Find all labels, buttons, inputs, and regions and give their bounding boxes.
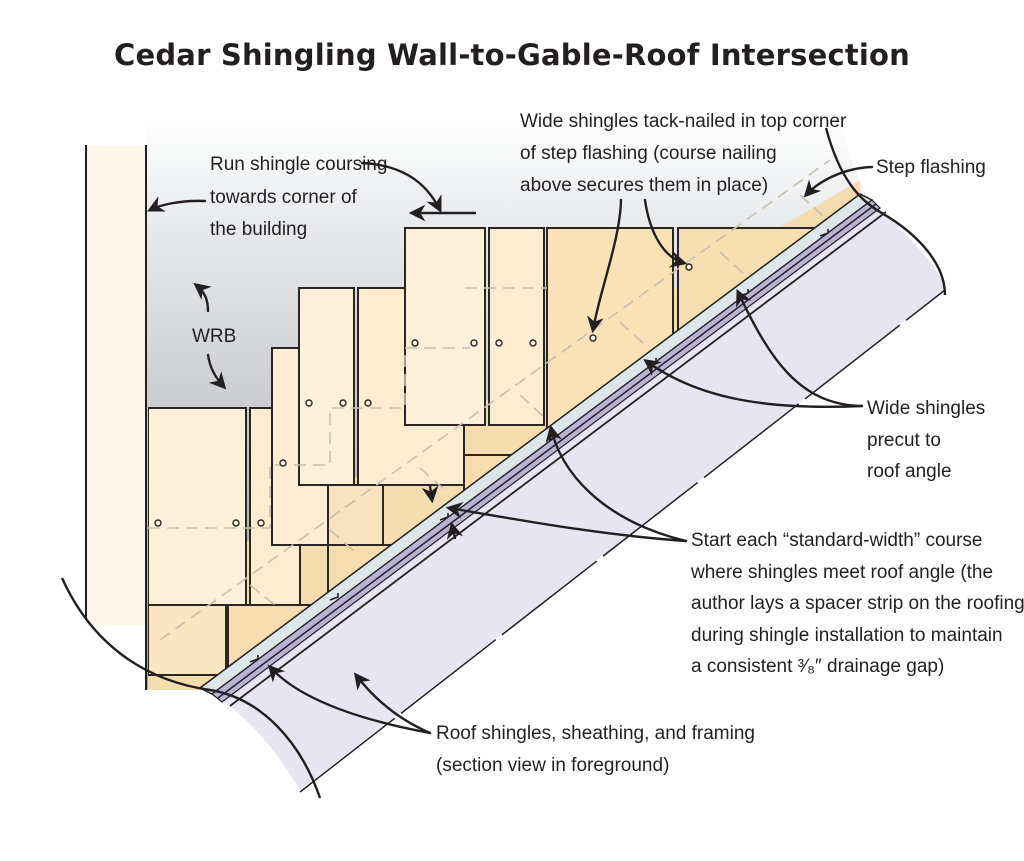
nail-icon <box>589 334 597 342</box>
callout-line: where shingles meet roof angle (the <box>690 562 993 583</box>
callout-line: during shingle installation to maintain <box>691 625 1003 646</box>
nail-icon <box>154 519 162 527</box>
callout-line: precut to <box>867 430 941 451</box>
shingle <box>298 287 355 486</box>
callout-line: above secures them in place) <box>520 175 768 196</box>
leader-lines <box>146 161 874 735</box>
arrow-icon <box>446 521 464 540</box>
arrow-icon <box>267 664 432 735</box>
diagram-title: Cedar Shingling Wall-to-Gable-Roof Inter… <box>113 38 911 72</box>
callout-wrb: WRB <box>192 326 236 347</box>
arrow-icon <box>360 161 442 214</box>
roof-layer-line <box>217 203 877 699</box>
callout-step-flashing: Step flashing <box>876 157 986 178</box>
wrb-arrow-up-icon <box>193 282 212 313</box>
nail-icon <box>470 339 478 347</box>
nail-icon <box>305 399 313 407</box>
nail-icon <box>685 263 693 271</box>
callout-line: Roof shingles, sheathing, and framing <box>436 723 755 744</box>
callout-tack-nailed: Wide shingles tack-nailed in top corner … <box>520 111 852 196</box>
break-curve-right <box>824 127 947 296</box>
nail-icon <box>257 519 265 527</box>
callout-roof-section: Roof shingles, sheathing, and framing (s… <box>436 723 760 776</box>
callout-line: author lays a spacer strip on the roofin… <box>691 593 1024 614</box>
shingle <box>327 484 384 546</box>
nail-group <box>154 263 693 527</box>
arrow-icon <box>545 424 688 543</box>
callout-line: the building <box>210 219 307 240</box>
callout-line: of step flashing (course nailing <box>520 143 777 164</box>
nail-icon <box>279 459 287 467</box>
nail-icon <box>232 519 240 527</box>
callout-line: Wide shingles tack-nailed in top corner <box>520 111 847 132</box>
nail-icon <box>364 399 372 407</box>
corner-board <box>86 145 146 625</box>
wrb-arrow-down-icon <box>206 353 227 390</box>
callout-line: roof angle <box>867 461 952 482</box>
shingle <box>404 227 486 426</box>
shingle <box>148 407 247 606</box>
arrow-icon <box>587 198 623 334</box>
arrow-icon <box>445 501 688 543</box>
callout-precut: Wide shingles precut to roof angle <box>867 398 991 482</box>
arrow-icon <box>803 165 874 198</box>
arrow-icon <box>353 672 432 735</box>
hidden-roof-line <box>159 159 831 641</box>
nail-icon <box>529 339 537 347</box>
arrow-icon <box>736 288 864 408</box>
callout-line: Run shingle coursing <box>210 154 387 175</box>
nail-icon <box>495 339 503 347</box>
roof-sheathing-edge <box>229 211 887 707</box>
roof-section-face <box>208 196 945 790</box>
arrow-icon <box>421 484 439 504</box>
break-curve-left <box>60 577 322 799</box>
callout-line: Start each “standard-width” course <box>691 530 982 551</box>
callout-line: (section view in foreground) <box>436 755 669 776</box>
callout-line: Wide shingles <box>867 398 985 419</box>
roof-framing-edge <box>299 289 946 793</box>
arrow-icon <box>643 198 688 268</box>
shingle <box>488 227 545 426</box>
callout-line: towards corner of <box>210 187 358 208</box>
nail-icon <box>411 339 419 347</box>
hidden-course-line <box>148 347 470 529</box>
callout-line: a consistent ³⁄₈″ drainage gap) <box>691 656 944 677</box>
arrow-icon <box>643 359 864 409</box>
nail-icon <box>339 399 347 407</box>
arrow-icon <box>146 196 207 212</box>
callout-standard-width: Start each “standard-width” course where… <box>690 530 1024 677</box>
callout-coursing: Run shingle coursing towards corner of t… <box>210 154 393 240</box>
shingle <box>148 604 227 676</box>
